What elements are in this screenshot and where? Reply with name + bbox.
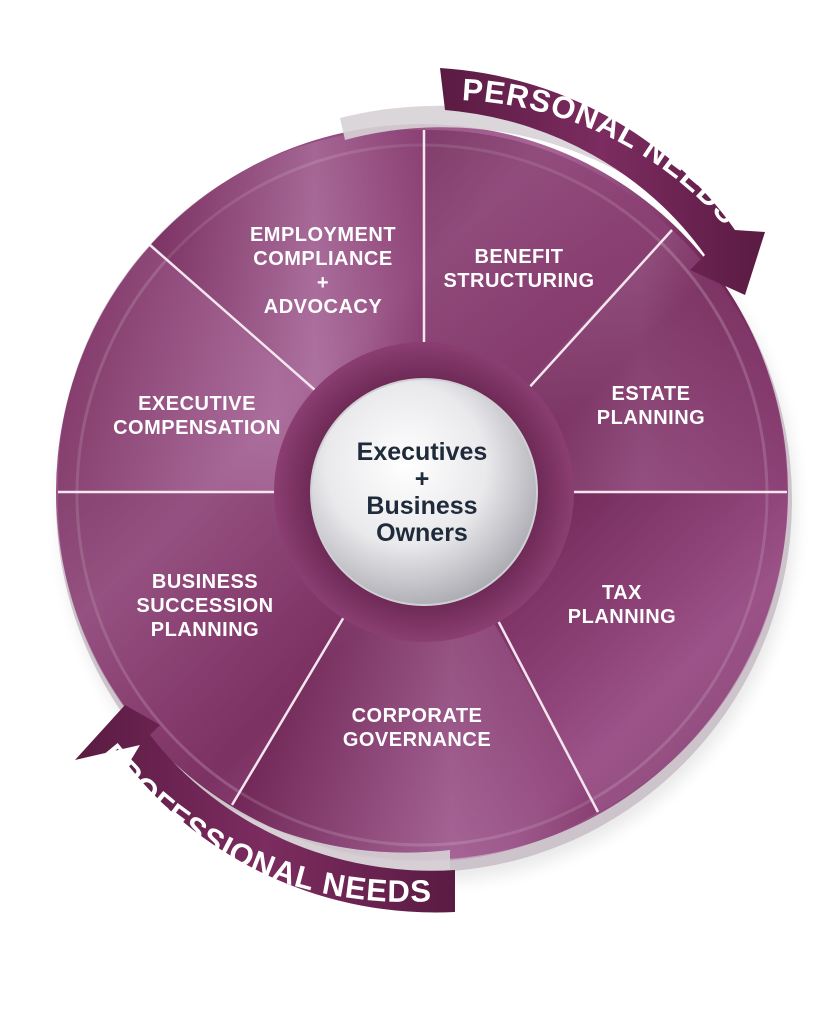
arrow-shape xyxy=(75,705,455,913)
center-label-line: Owners xyxy=(376,519,468,547)
segment-business-succession-planning: BUSINESS SUCCESSION PLANNING xyxy=(136,571,273,641)
segment-estate-planning: ESTATE PLANNING xyxy=(597,383,705,429)
hub-circle xyxy=(310,378,538,606)
center-label-line: + xyxy=(415,465,430,493)
segment-label-line: BUSINESS xyxy=(152,571,258,593)
arrow-shape xyxy=(440,68,765,295)
center-label-line: Business xyxy=(366,492,477,520)
divider-line xyxy=(506,229,673,413)
segment-label-line: STRUCTURING xyxy=(443,270,594,292)
segment-label-line: COMPENSATION xyxy=(113,417,281,439)
segment-labels: EMPLOYMENT COMPLIANCE + ADVOCACY BENEFIT… xyxy=(113,224,705,751)
segment-label-line: + xyxy=(317,272,329,294)
segment-benefit-structuring: BENEFIT STRUCTURING xyxy=(443,246,594,292)
segment-label-line: PLANNING xyxy=(568,606,676,628)
segment-label-line: PLANNING xyxy=(597,407,705,429)
center-label-line: Executives xyxy=(357,438,488,466)
center-label-group: Executives + Business Owners xyxy=(357,438,488,547)
segment-tax-planning: TAX PLANNING xyxy=(568,582,676,628)
divider-line xyxy=(149,244,341,413)
segment-label-line: BENEFIT xyxy=(474,246,563,268)
segment-label-line: ADVOCACY xyxy=(264,296,383,318)
divider-line xyxy=(480,589,600,813)
segment-label-line: SUCCESSION xyxy=(136,595,273,617)
segment-label-line: EMPLOYMENT xyxy=(250,224,396,246)
segment-dividers xyxy=(58,130,787,813)
segment-label-line: EXECUTIVE xyxy=(138,393,256,415)
segment-label-line: TAX xyxy=(602,582,642,604)
segment-label-line: PLANNING xyxy=(151,619,259,641)
segment-label-line: ESTATE xyxy=(612,383,691,405)
divider-line xyxy=(230,589,362,806)
segment-label-line: CORPORATE xyxy=(352,705,483,727)
segment-corporate-governance: CORPORATE GOVERNANCE xyxy=(343,705,491,751)
segment-executive-compensation: EXECUTIVE COMPENSATION xyxy=(113,393,281,439)
segment-label-line: COMPLIANCE xyxy=(253,248,392,270)
segment-label-line: GOVERNANCE xyxy=(343,729,491,751)
segment-employment-compliance-advocacy: EMPLOYMENT COMPLIANCE + ADVOCACY xyxy=(250,224,396,318)
